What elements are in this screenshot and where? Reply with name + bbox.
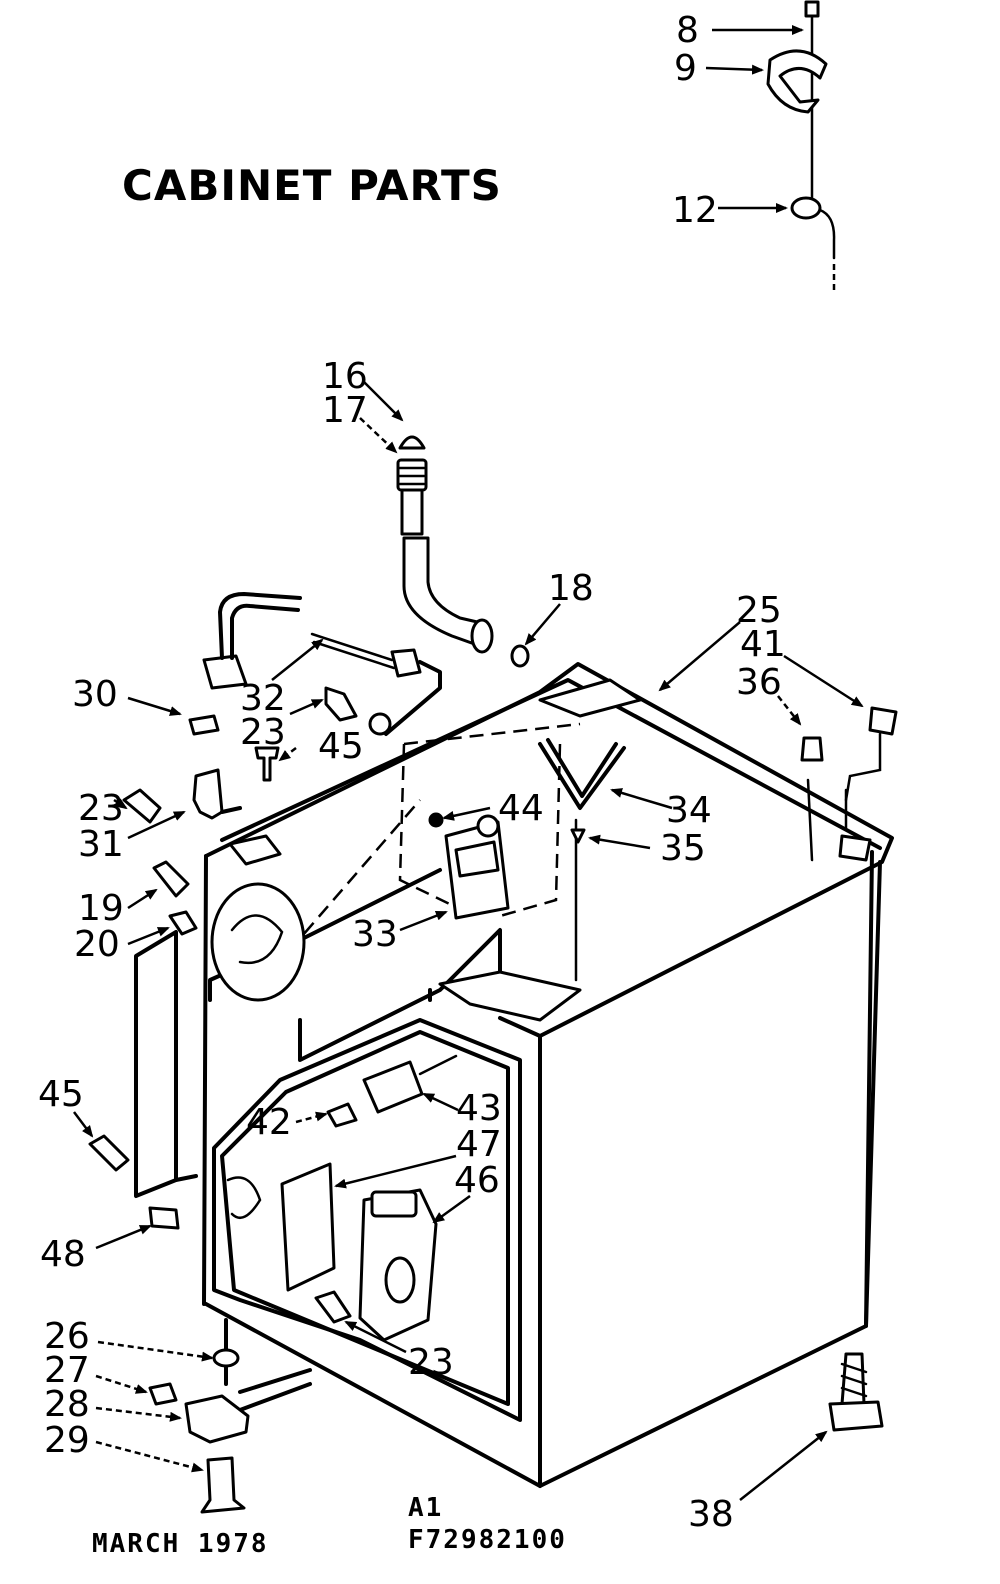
screw-36-icon (800, 736, 824, 762)
clamp-41-icon (868, 706, 898, 736)
label-46: 46 (454, 1160, 500, 1201)
screw-19-icon (152, 860, 190, 898)
label-36: 36 (736, 662, 782, 703)
label-42: 42 (246, 1102, 292, 1143)
label-27: 27 (44, 1350, 90, 1391)
clip-20-icon (168, 910, 198, 936)
label-20: 20 (74, 924, 120, 965)
leader-lines (73, 25, 864, 1501)
label-33: 33 (352, 914, 398, 955)
footer-date: MARCH 1978 (92, 1529, 269, 1559)
label-43: 43 (456, 1088, 502, 1129)
leg-29-icon (200, 1456, 246, 1514)
label-32: 32 (240, 678, 286, 719)
pump-icon (210, 882, 306, 1002)
label-19: 19 (78, 888, 124, 929)
screw-23c-icon (314, 1290, 352, 1324)
label-17: 17 (322, 390, 368, 431)
label-35: 35 (660, 828, 706, 869)
screw-45a-icon (254, 746, 280, 782)
label-25: 25 (736, 590, 782, 631)
cap-16-icon (398, 435, 426, 450)
bracket-30-icon (188, 714, 220, 736)
screw-23a-icon (324, 686, 358, 722)
leg-38-icon (828, 1352, 884, 1432)
motor-46-icon (358, 1188, 438, 1342)
plug-48-icon (148, 1206, 180, 1230)
top-clamp-assembly (766, 0, 836, 292)
fill-tube-assembly (202, 592, 442, 736)
label-29: 29 (44, 1420, 90, 1461)
footer-code-line2: F72982100 (408, 1525, 567, 1555)
label-18: 18 (548, 568, 594, 609)
inlet-hose-assembly (396, 435, 530, 668)
cabinet-body (202, 662, 894, 1488)
label-34: 34 (666, 790, 712, 831)
capacitor-43-icon (362, 1060, 424, 1114)
label-26: 26 (44, 1316, 90, 1357)
label-41: 41 (740, 624, 786, 665)
side-panel (134, 882, 306, 1198)
label-23a: 23 (240, 712, 286, 753)
screw-23b-icon (122, 788, 162, 824)
screw-42-icon (326, 1102, 358, 1128)
label-30: 30 (72, 674, 118, 715)
part-labels: 8 9 12 16 17 18 25 41 36 30 32 23 45 23 … (38, 10, 786, 1535)
label-44: 44 (498, 788, 544, 829)
label-38: 38 (688, 1494, 734, 1535)
grommet-35-icon (570, 828, 586, 844)
washer-icon (368, 712, 392, 736)
label-47: 47 (456, 1124, 502, 1165)
pin-27-icon (148, 1382, 178, 1406)
footer-code-line1: A1 (408, 1493, 443, 1523)
label-9: 9 (674, 48, 697, 89)
clamp-9-icon (766, 49, 828, 114)
label-48: 48 (40, 1234, 86, 1275)
washer-18-icon (510, 644, 530, 668)
label-23c: 23 (408, 1342, 454, 1383)
nut-26-icon (212, 1348, 240, 1368)
terminal-block-47-icon (280, 1162, 336, 1292)
timer-33-icon (428, 812, 510, 920)
label-12: 12 (672, 190, 718, 231)
label-23b: 23 (78, 788, 124, 829)
latch-31-icon (192, 768, 224, 820)
foot-28-icon (184, 1394, 250, 1444)
screw-45b-icon (88, 1134, 130, 1172)
label-16: 16 (322, 356, 368, 397)
grommet-12-icon (790, 196, 822, 220)
page-title: CABINET PARTS (122, 161, 502, 210)
label-45a: 45 (318, 726, 364, 767)
screw-8-icon (804, 0, 820, 18)
label-31: 31 (78, 824, 124, 865)
label-8: 8 (676, 10, 699, 51)
label-28: 28 (44, 1384, 90, 1425)
label-45b: 45 (38, 1074, 84, 1115)
